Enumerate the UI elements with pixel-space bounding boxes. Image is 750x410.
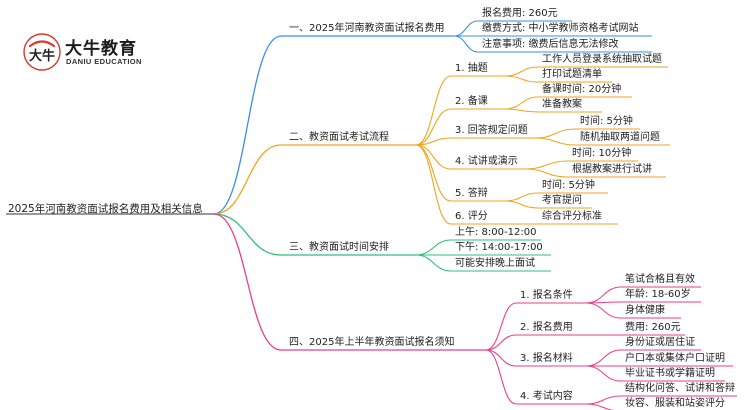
subtopic: 1. 抽题 [455, 61, 488, 74]
detail-link [534, 137, 577, 146]
subtopic: 缴费方式: 中小学教师资格考试网站 [482, 21, 639, 34]
detail-item: 根据教案进行试讲 [572, 162, 652, 175]
detail-link [585, 365, 622, 382]
detail-link [504, 96, 539, 110]
subtopic-link [415, 239, 452, 256]
detail-link [504, 192, 539, 202]
detail-link [524, 168, 569, 178]
detail-item: 备课时间: 20分钟 [542, 82, 621, 95]
logo-name-cn: 大牛教育 [65, 39, 137, 59]
brand-logo: 大牛 大牛教育 DANIU EDUCATION [22, 32, 172, 72]
detail-item: 打印试题清单 [542, 67, 602, 80]
detail-link [585, 403, 615, 410]
detail-item: 户口本或集体户口证明 [625, 351, 725, 364]
subtopic-link [485, 349, 517, 405]
daniu-logo-icon: 大牛 [23, 33, 61, 71]
detail-item: 身份证或居住证 [625, 335, 695, 348]
detail-item: 年龄: 18-60岁 [625, 287, 691, 300]
detail-link [504, 200, 539, 209]
detail-link [524, 160, 569, 170]
detail-item: 考官提问 [542, 193, 582, 206]
subtopic-link [415, 254, 452, 272]
subtopic-link [415, 137, 452, 146]
detail-item: 随机抽取两道问题 [580, 130, 660, 143]
branch-link [213, 213, 282, 256]
logo-mark-glyph: 大牛 [29, 48, 55, 64]
detail-link [504, 108, 539, 113]
subtopic-link [415, 75, 452, 146]
detail-item: 时间: 10分钟 [572, 146, 631, 159]
detail-item: 身体健康 [625, 303, 665, 316]
subtopic: 1. 报名条件 [520, 288, 573, 301]
subtopic: 上午: 8:00-12:00 [455, 225, 536, 238]
detail-item: 笔试合格且有效 [625, 272, 695, 285]
branch-topic: 四、2025年上半年教资面试报名须知 [289, 335, 454, 348]
subtopic-link [485, 334, 517, 351]
subtopic-link [415, 144, 452, 202]
detail-item: 综合评分标准 [542, 209, 602, 222]
branch-topic: 二、教资面试考试流程 [289, 130, 389, 143]
mind-map-nodes: 2025年河南教资面试报名费用及相关信息 一、2025年河南教资面试报名费用 报名… [8, 6, 735, 409]
subtopic-link [415, 144, 452, 225]
detail-item: 结构化问答、试讲和答辩 [625, 381, 735, 394]
detail-item: 准备教案 [542, 97, 582, 110]
subtopic: 注意事项: 缴费后信息无法修改 [482, 37, 619, 50]
detail-link [504, 66, 539, 77]
detail-link [585, 395, 622, 405]
subtopic: 报名费用: 260元 [482, 6, 558, 19]
subtopic: 2. 报名费用 [520, 320, 573, 333]
detail-link [534, 128, 577, 139]
subtopic-link [415, 108, 452, 146]
detail-item: 时间: 5分钟 [542, 178, 595, 191]
logo-name-en: DANIU EDUCATION [66, 57, 142, 66]
branch-topic: 三、教资面试时间安排 [289, 240, 389, 253]
subtopic: 下午: 14:00-17:00 [455, 240, 543, 253]
detail-item: 工作人员登录系统抽取试题 [542, 52, 662, 65]
branch-link [213, 144, 282, 215]
subtopic: 5. 答辩 [455, 186, 488, 199]
subtopic: 4. 考试内容 [520, 389, 573, 402]
subtopic: 3. 报名材料 [520, 351, 573, 364]
detail-link [504, 75, 539, 83]
detail-item: 费用: 260元 [625, 320, 681, 333]
detail-link [585, 349, 622, 367]
detail-link [585, 286, 622, 304]
subtopic: 可能安排晚上面试 [455, 256, 535, 269]
branch-link [213, 35, 282, 215]
detail-item: 时间: 5分钟 [580, 114, 633, 127]
mind-map-links [6, 20, 737, 410]
subtopic-link [453, 35, 479, 53]
subtopic: 4. 试讲或演示 [455, 154, 518, 167]
subtopic-link [453, 20, 479, 37]
subtopic: 2. 备课 [455, 94, 488, 107]
root-topic: 2025年河南教资面试报名费用及相关信息 [8, 202, 203, 215]
detail-item: 妆容、服装和站姿评分 [625, 396, 725, 409]
branch-topic: 一、2025年河南教资面试报名费用 [289, 21, 444, 34]
detail-link [585, 302, 622, 319]
subtopic: 3. 回答规定问题 [455, 123, 528, 136]
subtopic: 6. 评分 [455, 210, 488, 222]
subtopic-link [485, 302, 517, 351]
branch-link [213, 213, 282, 351]
detail-item: 毕业证书或学籍证明 [625, 366, 715, 379]
